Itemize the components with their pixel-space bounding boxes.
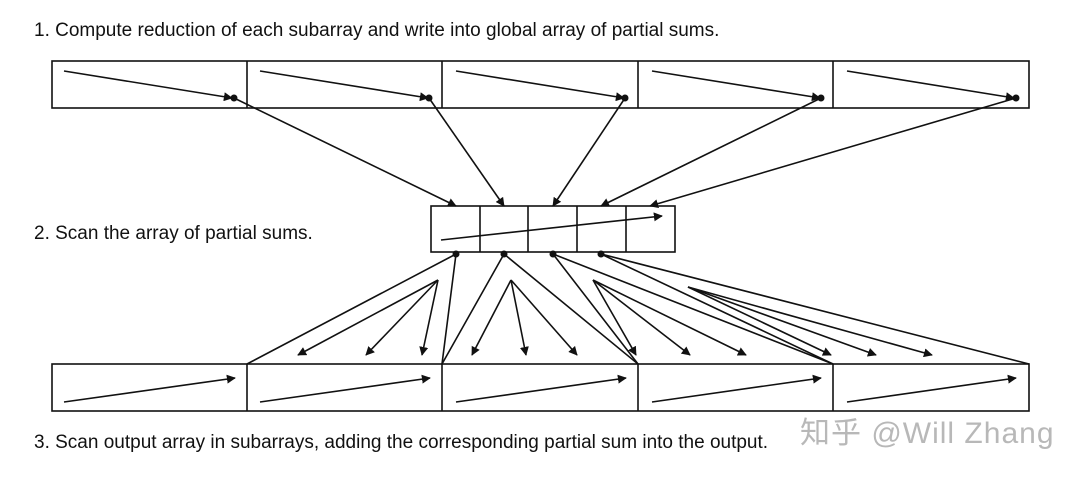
broadcast-arrow — [592, 279, 637, 356]
broadcast-arrow — [687, 286, 832, 356]
broadcast-arrow — [365, 279, 439, 356]
broadcast-arrow — [687, 286, 877, 357]
reduction-dot — [425, 94, 433, 102]
reduce-arrow — [846, 70, 1015, 102]
broadcast-arrow — [687, 286, 933, 358]
reduce-arrow — [63, 70, 233, 102]
partial-sums-array — [430, 205, 676, 253]
step-2-caption: 2. Scan the array of partial sums. — [34, 223, 313, 244]
writeback-arrow — [649, 97, 1017, 209]
output-scan-arrow — [455, 374, 627, 403]
reduce-arrow — [259, 70, 429, 102]
scan-arrow — [440, 212, 663, 241]
output-scan-arrow — [259, 374, 431, 403]
broadcast-arrow — [592, 279, 747, 356]
partial-sum-dot — [500, 250, 508, 258]
partial-sum-dot — [549, 250, 557, 258]
broadcast-arrow — [592, 279, 691, 356]
step-1-caption: 1. Compute reduction of each subarray an… — [34, 20, 720, 41]
step-3-caption: 3. Scan output array in subarrays, addin… — [34, 432, 769, 453]
broadcast-arrow — [510, 279, 529, 356]
partial-sum-dot — [597, 250, 605, 258]
watermark: 知乎 @Will Zhang — [800, 417, 1055, 450]
reduction-dot — [817, 94, 825, 102]
reduce-arrow — [455, 70, 625, 102]
writeback-arrow — [233, 97, 457, 207]
output-scan-arrow — [651, 374, 822, 403]
reduction-dot — [621, 94, 629, 102]
fan-triangle — [550, 252, 834, 365]
reduction-dot — [1012, 94, 1020, 102]
writeback-arrow — [428, 97, 505, 207]
broadcast-arrow — [297, 279, 439, 356]
output-scan-arrow — [846, 374, 1017, 403]
writeback-arrow — [552, 97, 626, 207]
writeback-arrow — [600, 97, 822, 207]
reduce-arrow — [651, 70, 821, 102]
broadcast-arrow — [510, 279, 578, 356]
fan-triangle — [246, 252, 457, 365]
output-scan-arrow — [63, 374, 236, 403]
output-array — [51, 363, 1030, 412]
broadcast-arrow — [471, 279, 512, 356]
broadcast-arrow — [419, 279, 439, 356]
fan-triangle — [441, 252, 639, 365]
reduction-dot — [230, 94, 238, 102]
partial-sum-dot — [452, 250, 460, 258]
input-array — [51, 60, 1030, 109]
